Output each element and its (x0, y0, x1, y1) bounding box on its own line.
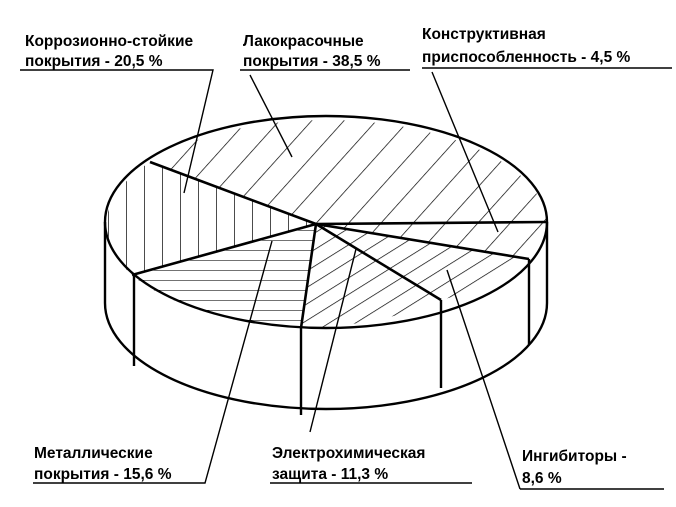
radial-line-6 (131, 222, 317, 277)
label-laco-line1: Лакокрасочные (243, 33, 364, 50)
leader-konstr-pointer (431, 71, 499, 233)
leader-laco-pointer (249, 74, 293, 158)
leaders (20, 67, 672, 490)
radial-line-2 (315, 220, 548, 226)
radial-line-5 (299, 223, 318, 329)
label-metal-line2: покрытия - 15,6 % (34, 466, 172, 483)
pie-body (103, 114, 549, 415)
label-metal-line1: Металлические (34, 445, 153, 462)
slice-ingib (316, 224, 529, 300)
pie-bottom-outline (103, 302, 549, 411)
leader-metal (33, 240, 273, 484)
leader-electro-pointer (309, 248, 357, 433)
slice-konstr (316, 222, 547, 259)
slice-labels: Коррозионно-стойкие покрытия - 20,5 % Ла… (25, 26, 630, 487)
label-korroz-line2: покрытия - 20,5 % (25, 53, 163, 70)
label-korroz-line1: Коррозионно-стойкие (25, 33, 193, 50)
label-laco-line2: покрытия - 38,5 % (243, 53, 381, 70)
label-konstr-line1: Конструктивная (422, 26, 546, 43)
radial-line-3 (315, 222, 530, 261)
leader-ingib-pointer (446, 269, 521, 490)
leader-korroz (20, 69, 214, 194)
radial-line-4 (315, 222, 442, 302)
radial-line-1 (149, 160, 317, 226)
slice-korroz (106, 162, 316, 275)
label-electro-line2: защита - 11,3 % (272, 466, 388, 483)
label-ingib-line1: Ингибиторы - (522, 448, 627, 465)
label-ingib-line2: 8,6 % (522, 470, 562, 487)
slice-electro (301, 224, 441, 328)
label-konstr-line2: приспособленность - 4,5 % (422, 49, 630, 66)
label-electro-line1: Электрохимическая (272, 445, 425, 462)
